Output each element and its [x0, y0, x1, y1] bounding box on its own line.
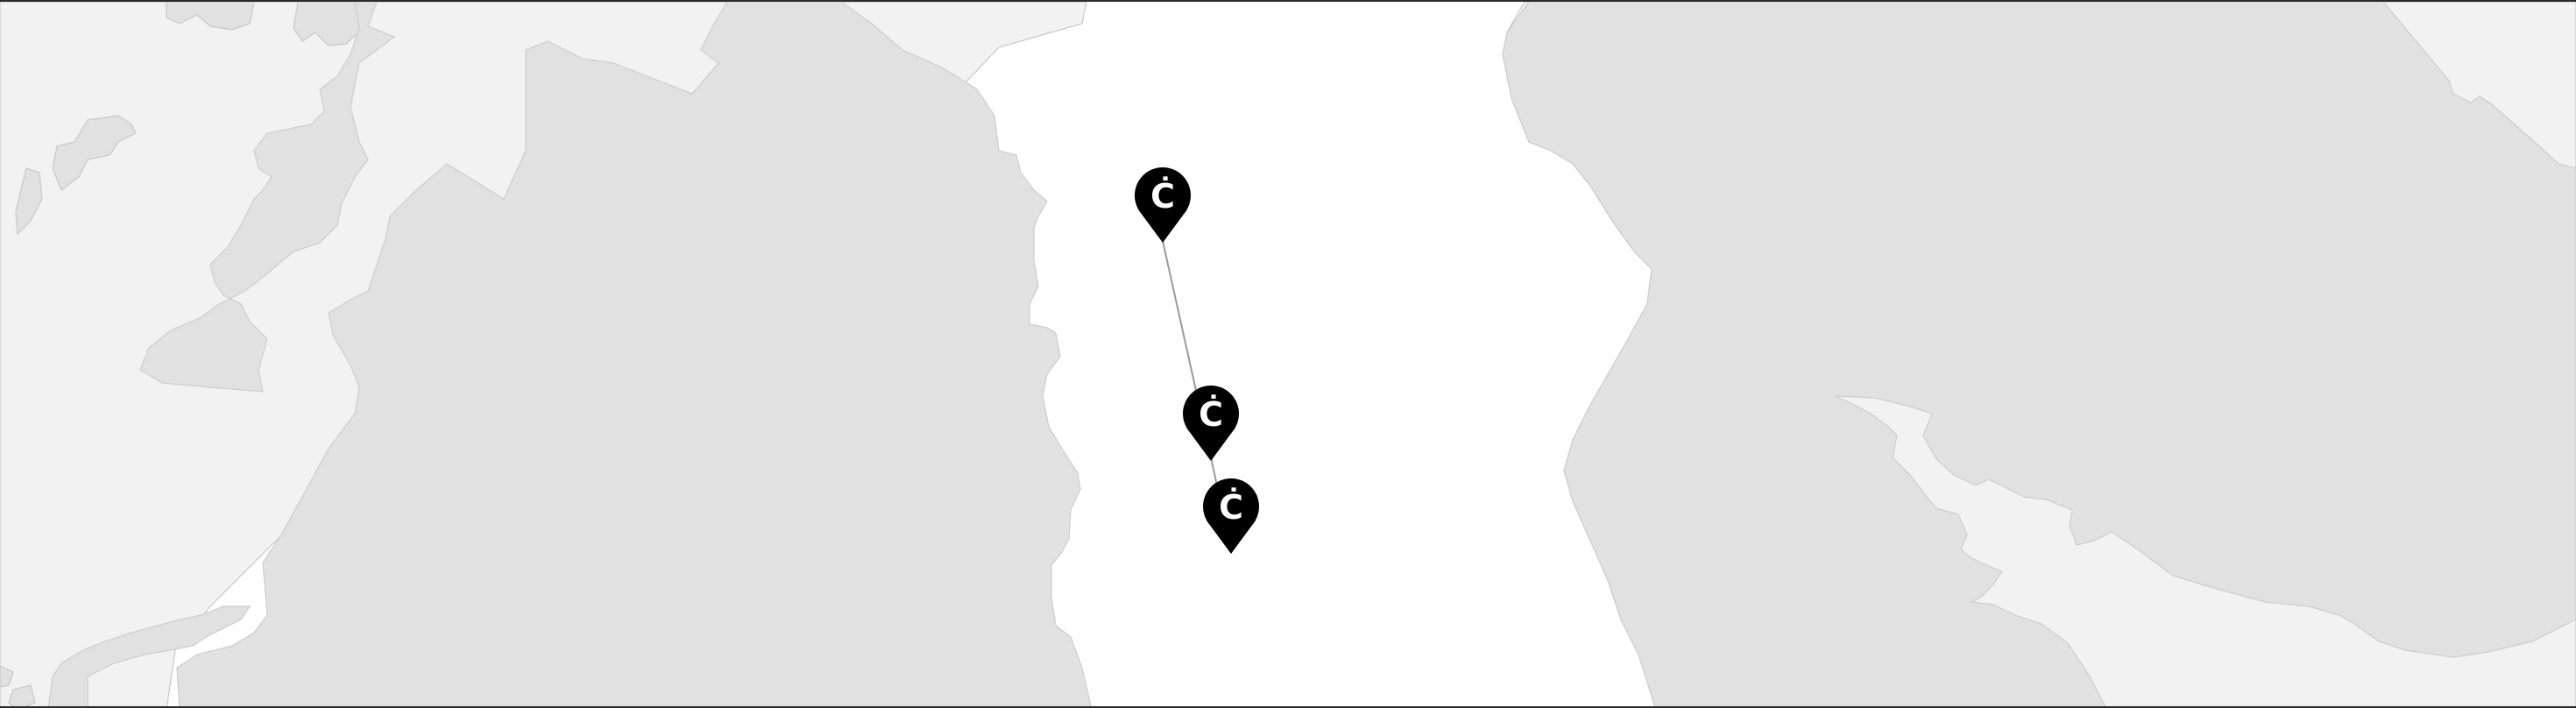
west-island-6	[8, 684, 36, 706]
marker-glyph: Ċ	[1219, 488, 1243, 527]
east-coast-mainland	[1502, 2, 2576, 706]
marker-glyph: Ċ	[1150, 177, 1175, 216]
west-large-island	[139, 2, 396, 393]
west-island-1	[166, 2, 255, 31]
location-pin-icon: Ċ	[1183, 386, 1239, 461]
west-island-3	[52, 115, 137, 191]
west-peninsula	[47, 605, 251, 706]
stop-marker-3[interactable]: Ċ	[1203, 478, 1259, 554]
west-island-5	[0, 665, 14, 688]
marker-glyph: Ċ	[1199, 395, 1223, 434]
location-pin-icon: Ċ	[1203, 478, 1259, 554]
stop-marker-1[interactable]: Ċ	[1135, 167, 1191, 243]
west-island-4	[15, 167, 43, 236]
stop-marker-2[interactable]: Ċ	[1183, 386, 1239, 461]
location-pin-icon: Ċ	[1135, 167, 1191, 243]
west-coast-mainland	[176, 2, 1092, 706]
